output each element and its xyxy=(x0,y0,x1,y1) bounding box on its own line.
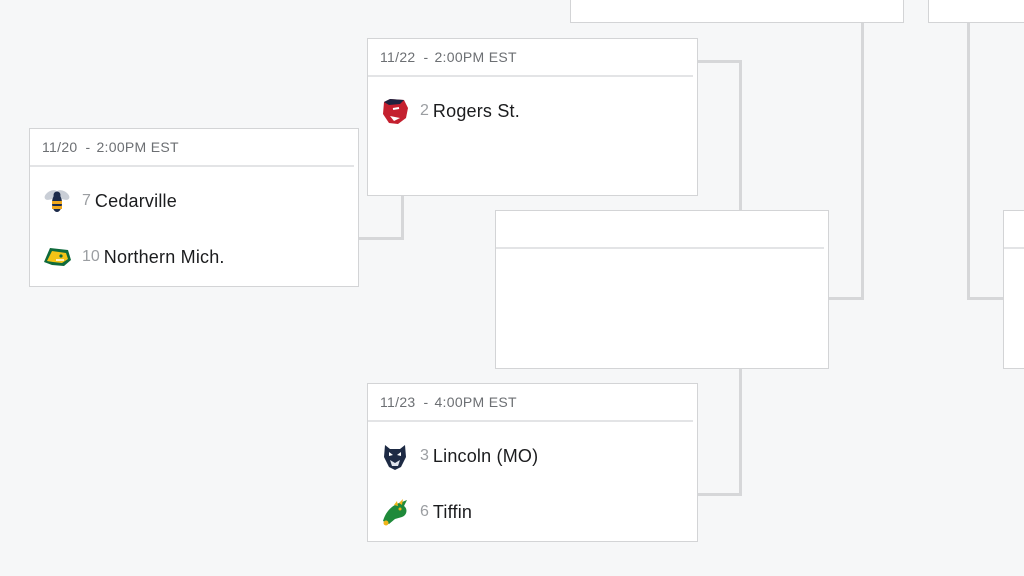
game-time-header: 11/20 - 2:00PM EST xyxy=(30,129,354,167)
team-row-northern-mich[interactable]: 10 Northern Mich. xyxy=(42,242,225,272)
team-row-cedarville[interactable]: 7 Cedarville xyxy=(42,186,177,216)
game-time: 2:00PM EST xyxy=(96,139,179,155)
team-seed: 7 xyxy=(82,192,91,209)
yellowjacket-logo-icon xyxy=(42,186,72,216)
game-time-header: 11/22 - 2:00PM EST xyxy=(368,39,693,77)
team-seed: 10 xyxy=(82,248,100,265)
bracket-connector xyxy=(401,195,404,240)
game-date: 11/22 xyxy=(380,49,416,65)
bracket-connector xyxy=(967,297,1004,300)
bracket-connector xyxy=(967,22,970,300)
team-name: Northern Mich. xyxy=(103,246,225,267)
matchup-card-cedarville-northern-mich[interactable]: 11/20 - 2:00PM EST 7 Cedarville xyxy=(29,128,359,287)
team-seed: 6 xyxy=(420,503,429,520)
card-divider xyxy=(1004,247,1024,249)
team-row-rogers-st[interactable]: 2 Rogers St. xyxy=(380,96,520,126)
date-separator: - xyxy=(423,394,429,410)
bracket-connector xyxy=(861,22,864,300)
team-seed: 2 xyxy=(420,102,429,119)
hillcat-logo-icon xyxy=(380,96,410,126)
bracket-connector xyxy=(739,60,742,212)
bracket-connector xyxy=(828,297,864,300)
team-row-tiffin[interactable]: 6 Tiffin xyxy=(380,497,472,527)
bluetiger-logo-icon xyxy=(380,441,410,471)
wildcat-logo-icon xyxy=(42,242,72,272)
matchup-card-empty[interactable] xyxy=(495,210,829,369)
game-time: 2:00PM EST xyxy=(434,49,517,65)
matchup-card-rogers-st[interactable]: 11/22 - 2:00PM EST 2 Rogers St. xyxy=(367,38,698,196)
team-seed: 3 xyxy=(420,447,429,464)
game-date: 11/20 xyxy=(42,139,78,155)
dragon-logo-icon xyxy=(380,497,410,527)
matchup-card-lincoln-tiffin[interactable]: 11/23 - 4:00PM EST 3 Lincoln (MO) 6 Tiff… xyxy=(367,383,698,542)
team-name: Cedarville xyxy=(94,190,177,211)
game-time: 4:00PM EST xyxy=(434,394,517,410)
game-time-header: 11/23 - 4:00PM EST xyxy=(368,384,693,422)
bracket-connector xyxy=(358,237,404,240)
bracket-connector xyxy=(697,493,742,496)
team-name: Rogers St. xyxy=(432,100,520,121)
team-name: Lincoln (MO) xyxy=(432,445,539,466)
team-name: Tiffin xyxy=(432,501,473,522)
game-date: 11/23 xyxy=(380,394,416,410)
bracket-connector xyxy=(697,60,742,63)
date-separator: - xyxy=(423,49,429,65)
matchup-card-empty[interactable] xyxy=(570,0,904,23)
game-time-header xyxy=(496,211,824,249)
matchup-card-empty[interactable] xyxy=(928,0,1024,23)
bracket-connector xyxy=(739,368,742,496)
team-row-lincoln-mo[interactable]: 3 Lincoln (MO) xyxy=(380,441,538,471)
matchup-card-empty[interactable] xyxy=(1003,210,1024,369)
date-separator: - xyxy=(85,139,91,155)
